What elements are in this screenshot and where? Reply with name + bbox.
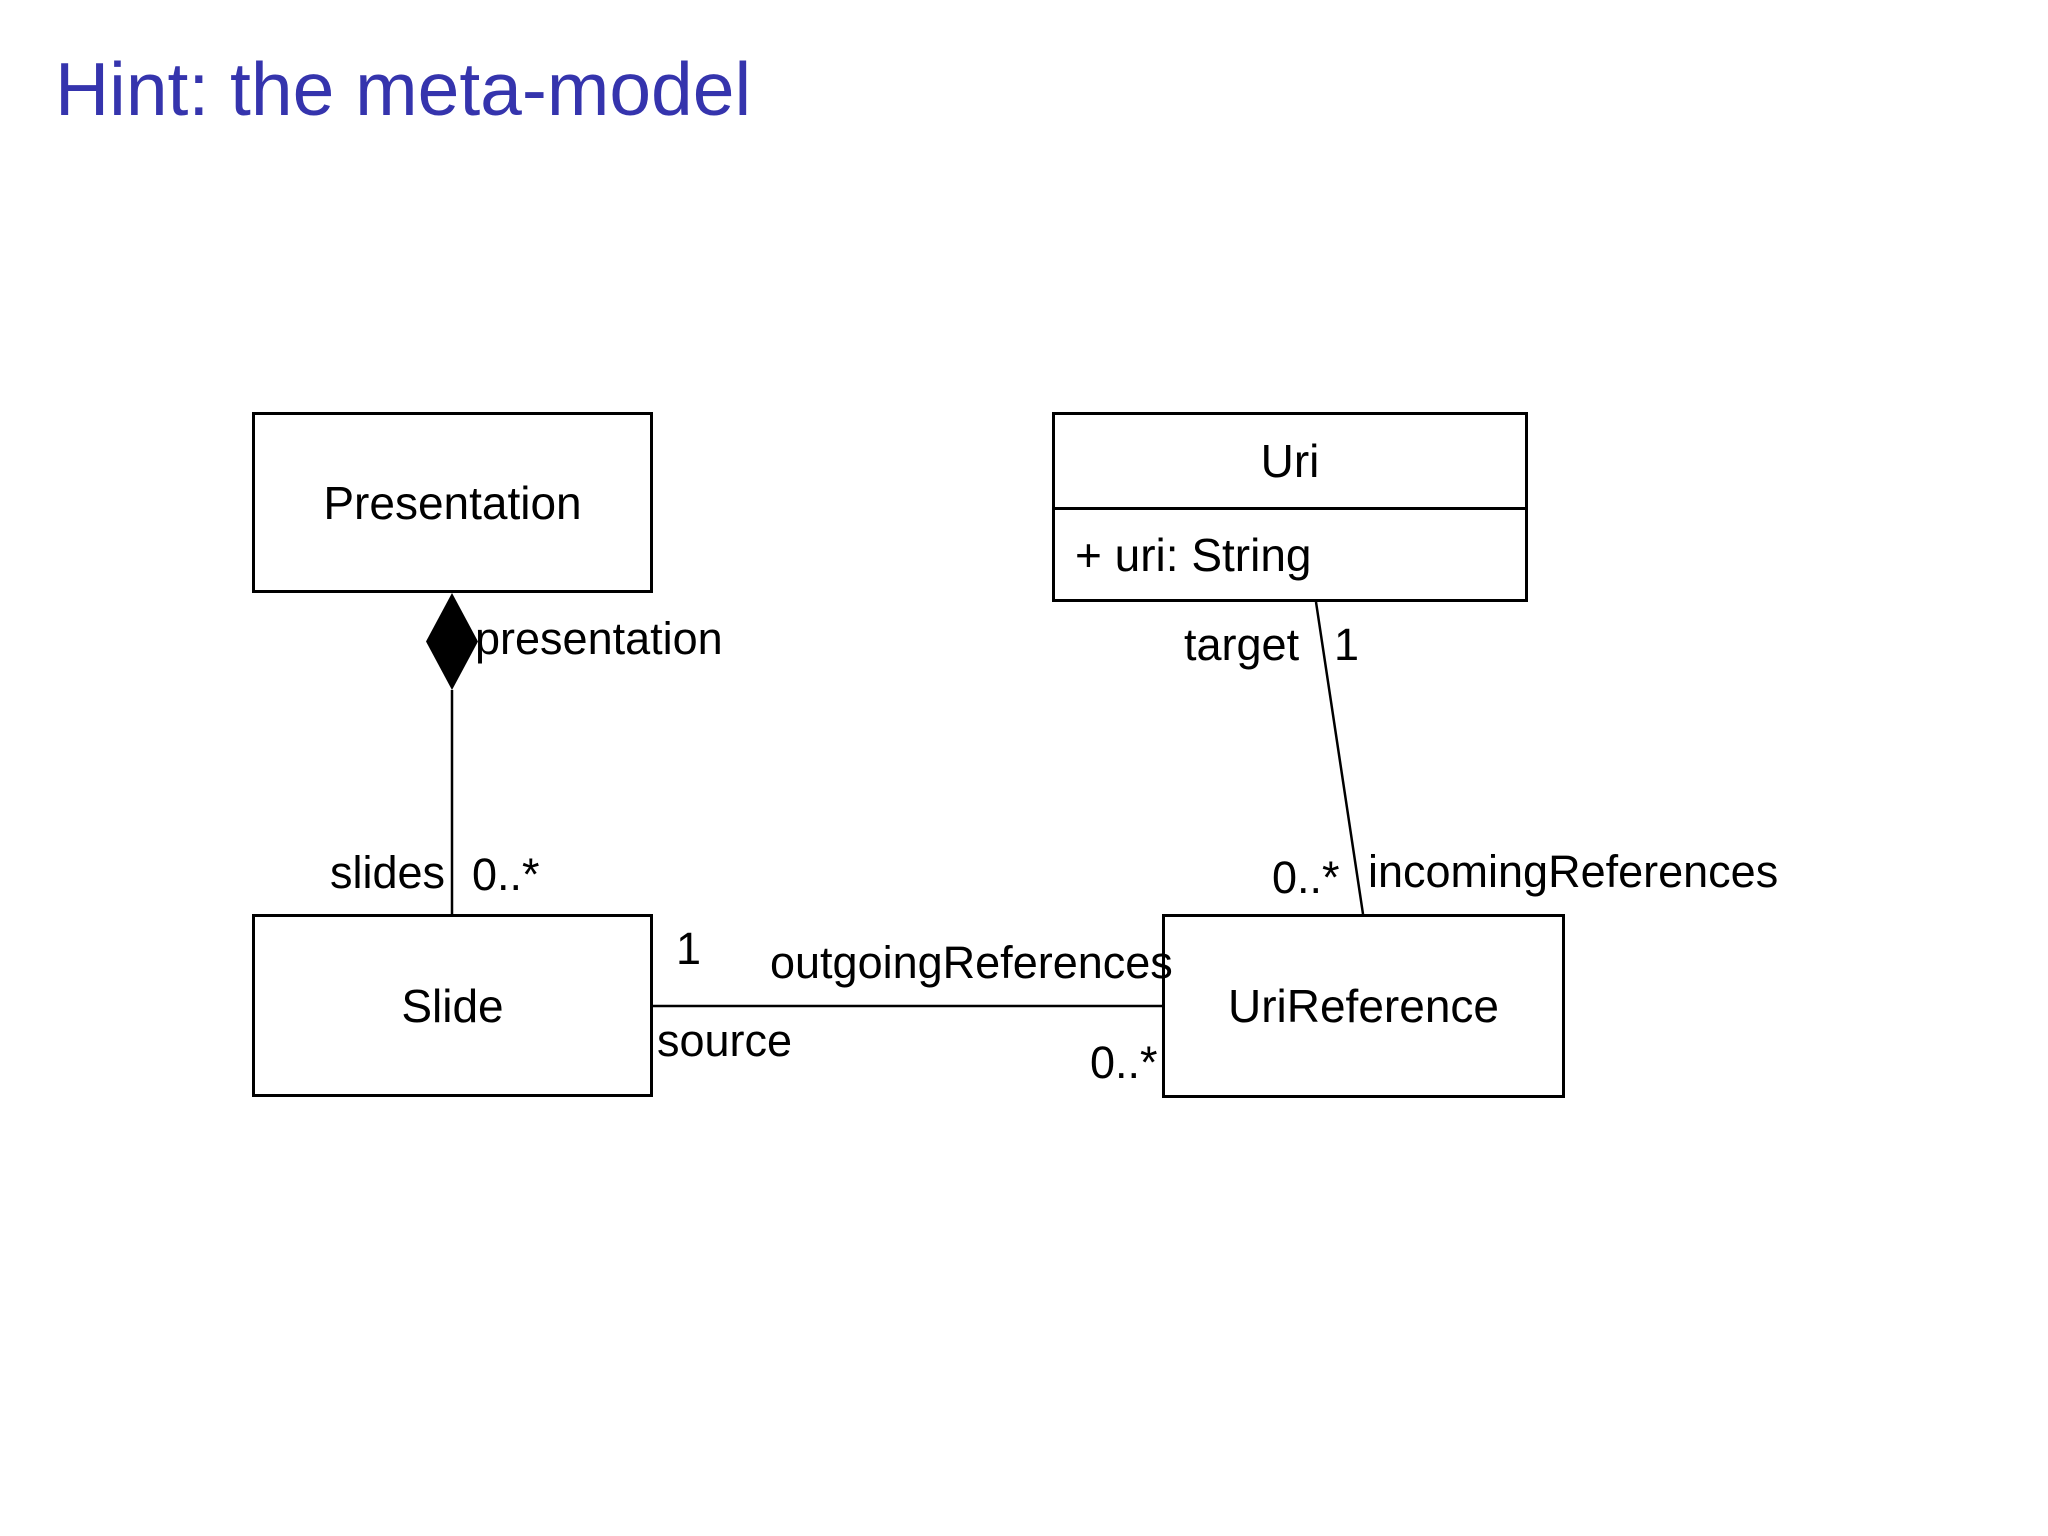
class-box-uri: Uri + uri: String <box>1052 412 1528 602</box>
role-label-slides: slides <box>330 847 446 898</box>
class-name-urireference: UriReference <box>1228 980 1499 1032</box>
multiplicity-label-incoming: 0..* <box>1272 852 1340 903</box>
class-box-urireference: UriReference <box>1162 914 1565 1098</box>
multiplicity-label-target: 1 <box>1334 619 1360 670</box>
class-name-slide: Slide <box>401 979 504 1032</box>
class-name-presentation: Presentation <box>323 476 582 529</box>
page-title: Hint: the meta-model <box>55 47 752 131</box>
multiplicity-label-outgoing-target: 0..* <box>1090 1037 1158 1088</box>
role-label-target: target <box>1184 619 1300 670</box>
association-name-incoming: incomingReferences <box>1368 846 1779 897</box>
multiplicity-label-source: 1 <box>676 923 702 974</box>
class-attribute-uri: + uri: String <box>1055 507 1525 599</box>
class-name-uri: Uri <box>1260 435 1320 487</box>
class-box-slide: Slide <box>252 914 653 1097</box>
composition-diamond-icon <box>426 593 478 690</box>
multiplicity-label-slides: 0..* <box>472 849 540 900</box>
class-box-presentation: Presentation <box>252 412 653 593</box>
association-name-outgoing: outgoingReferences <box>770 937 1173 988</box>
role-label-presentation: presentation <box>475 613 723 664</box>
role-label-source: source <box>657 1015 793 1066</box>
incoming-association-line <box>1314 601 1365 915</box>
